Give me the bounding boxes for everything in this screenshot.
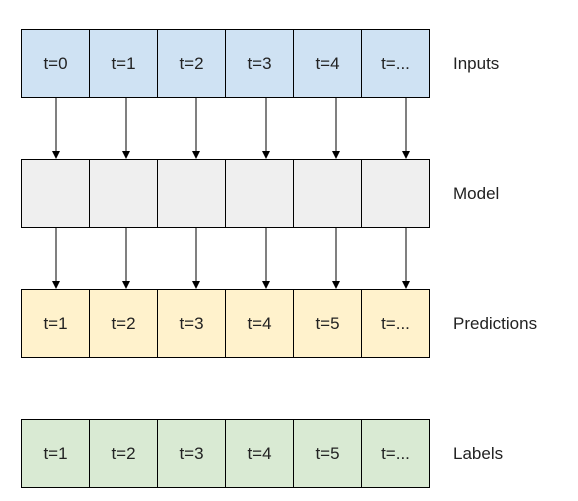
- input-cell: t=4: [293, 29, 362, 98]
- model-cell: [89, 159, 158, 228]
- model-cell: [293, 159, 362, 228]
- model-cell: [21, 159, 90, 228]
- prediction-cell: t=5: [293, 289, 362, 358]
- labels-row: t=1 t=2 t=3 t=4 t=5 t=...: [21, 419, 430, 488]
- input-to-model-arrows: [52, 98, 410, 159]
- model-cell: [361, 159, 430, 228]
- input-cell: t=...: [361, 29, 430, 98]
- prediction-cell: t=4: [225, 289, 294, 358]
- label-cell: t=5: [293, 419, 362, 488]
- prediction-cell: t=2: [89, 289, 158, 358]
- prediction-cell: t=...: [361, 289, 430, 358]
- input-cell: t=0: [21, 29, 90, 98]
- inputs-row: t=0 t=1 t=2 t=3 t=4 t=...: [21, 29, 430, 98]
- prediction-cell: t=3: [157, 289, 226, 358]
- predictions-row: t=1 t=2 t=3 t=4 t=5 t=...: [21, 289, 430, 358]
- input-cell: t=2: [157, 29, 226, 98]
- model-cell: [225, 159, 294, 228]
- predictions-label: Predictions: [453, 314, 538, 333]
- prediction-cell: t=1: [21, 289, 90, 358]
- input-cell: t=1: [89, 29, 158, 98]
- model-to-prediction-arrows: [52, 228, 410, 289]
- inputs-label: Inputs: [453, 54, 500, 73]
- model-label: Model: [453, 184, 500, 203]
- labels-label: Labels: [453, 444, 504, 463]
- model-cell: [157, 159, 226, 228]
- label-cell: t=4: [225, 419, 294, 488]
- label-cell: t=...: [361, 419, 430, 488]
- model-row: [21, 159, 430, 228]
- label-cell: t=1: [21, 419, 90, 488]
- label-cell: t=2: [89, 419, 158, 488]
- label-cell: t=3: [157, 419, 226, 488]
